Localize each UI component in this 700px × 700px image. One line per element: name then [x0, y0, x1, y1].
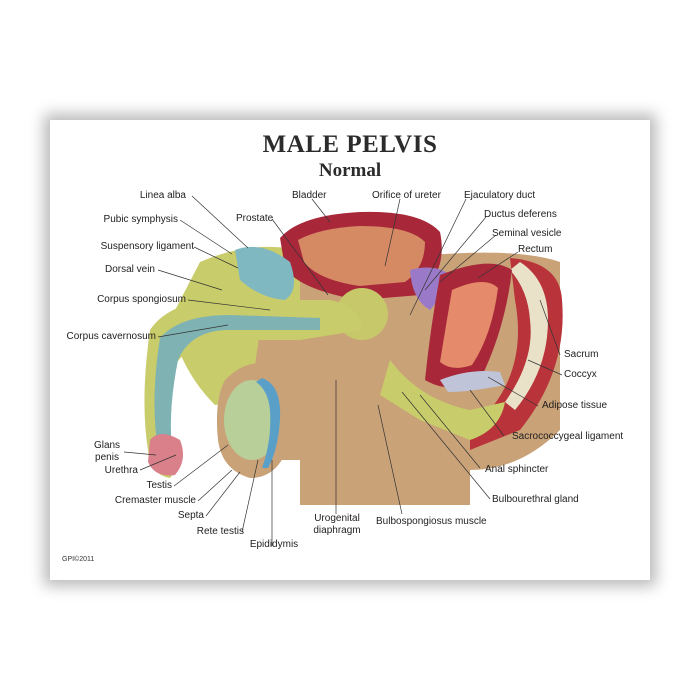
label-rete-testis: Rete testis — [196, 526, 244, 537]
sacrum-bone — [505, 262, 548, 410]
lower-fat — [380, 360, 505, 440]
penis-shaft — [144, 300, 362, 478]
bladder-lumen — [298, 226, 425, 286]
label-dorsal-vein: Dorsal vein — [104, 264, 155, 275]
label-sacrococcygeal-ligament: Sacrococcygeal ligament — [512, 431, 624, 442]
label-bulbospongiosus-muscle: Bulbospongiosus muscle — [376, 516, 487, 527]
label-bulbourethral-gland: Bulbourethral gland — [492, 494, 579, 505]
label-corpus-cavernosum: Corpus cavernosum — [66, 331, 156, 342]
label-ductus-deferens: Ductus deferens — [484, 209, 557, 220]
label-bladder: Bladder — [292, 190, 327, 201]
label-pubic-symphysis: Pubic symphysis — [103, 214, 178, 225]
diagram-subtitle: Normal — [318, 160, 382, 181]
label-urethra: Urethra — [104, 465, 138, 476]
label-penis: penis — [95, 452, 119, 463]
rectum-lumen — [440, 281, 498, 368]
label-urogenital: Urogenital — [314, 513, 360, 524]
label-septa: Septa — [177, 510, 204, 521]
coccyx-bone — [440, 371, 505, 392]
label-coccyx: Coccyx — [564, 369, 597, 380]
leader-lines — [123, 195, 563, 546]
pubic-bone — [235, 246, 294, 300]
label-suspensory-ligament: Suspensory ligament — [100, 241, 194, 252]
diagram-title: MALE PELVIS — [262, 131, 438, 158]
label-epididymis: Epididymis — [249, 539, 299, 550]
label-rectum: Rectum — [518, 244, 553, 255]
label-adipose-tissue: Adipose tissue — [542, 400, 608, 411]
epididymis-tissue — [256, 378, 281, 468]
label-corpus-spongiosum: Corpus spongiosum — [97, 294, 186, 305]
label-orifice-of-ureter: Orifice of ureter — [372, 190, 441, 201]
copyright-notice: GPI©2011 — [62, 556, 95, 563]
label-cremaster-muscle: Cremaster muscle — [114, 495, 196, 506]
label-seminal-vesicle: Seminal vesicle — [492, 228, 562, 239]
label-prostate: Prostate — [236, 213, 274, 224]
label-glans: Glans — [93, 440, 121, 451]
glans-tissue — [148, 434, 184, 476]
label-diaphragm: diaphragm — [313, 525, 361, 536]
testis-body — [224, 380, 280, 460]
label-sacrum: Sacrum — [564, 349, 599, 360]
label-linea-alba: Linea alba — [139, 190, 186, 201]
label-testis: Testis — [146, 480, 172, 491]
label-ejaculatory-duct: Ejaculatory duct — [464, 190, 536, 201]
label-anal-sphincter: Anal sphincter — [485, 464, 549, 475]
